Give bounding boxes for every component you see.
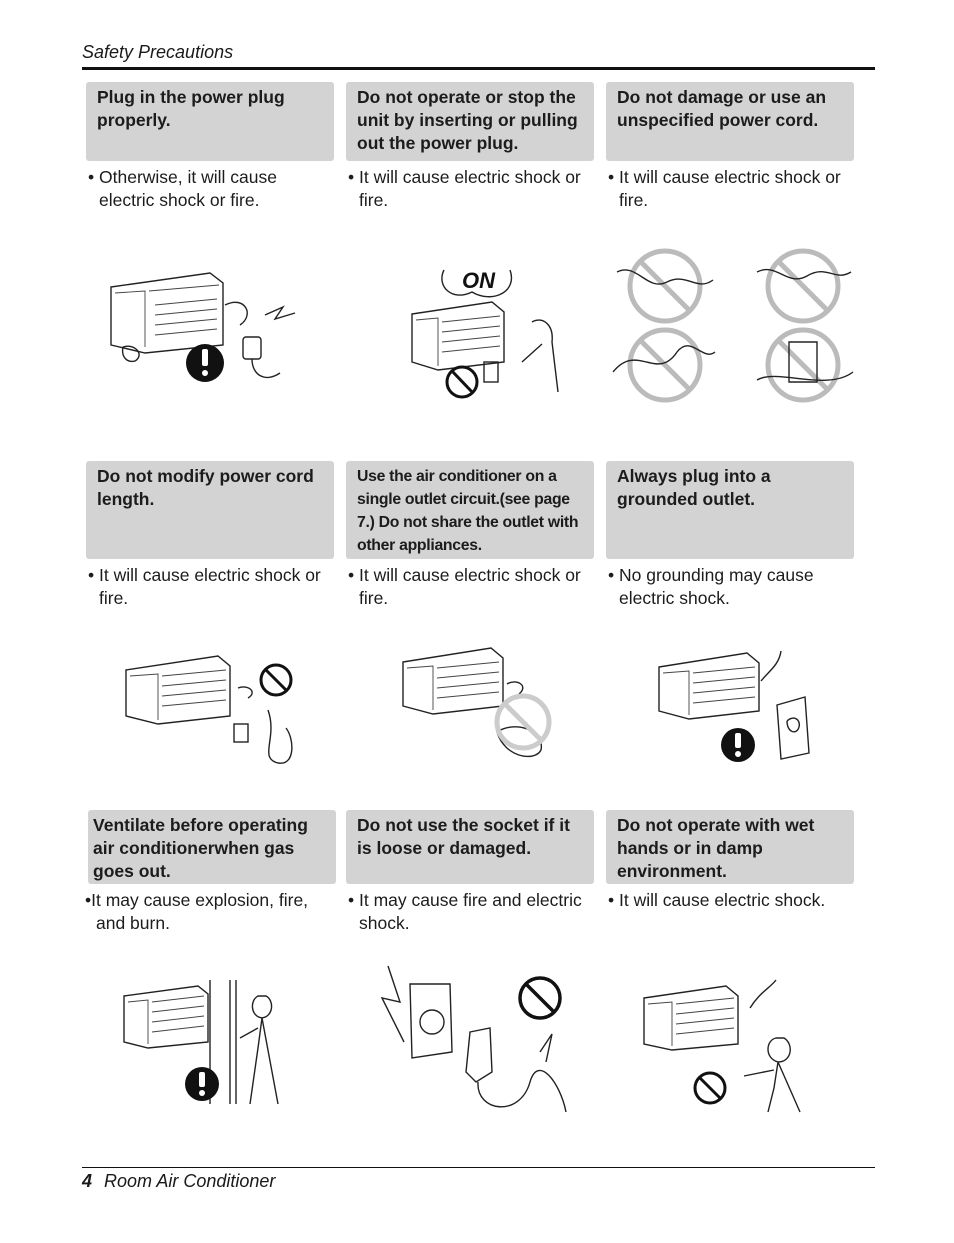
spark-icon (539, 1033, 553, 1063)
hand-icon (506, 681, 524, 695)
illustration-power-cord-damage (612, 248, 854, 403)
card-heading: Plug in the power plug properly. (86, 82, 334, 161)
illustration-plug-in-properly (110, 272, 296, 382)
air-conditioner-icon (125, 655, 231, 725)
card-text: • Otherwise, it will cause electric shoc… (88, 167, 277, 210)
card-text: • It may cause fire and electric shock. (348, 890, 582, 933)
socket-icon (409, 983, 453, 1059)
card-text: • It will cause electric shock or fire. (348, 565, 581, 608)
prohibition-icon (627, 327, 703, 403)
card-heading: Do not damage or use an unspecified powe… (606, 82, 854, 161)
page-header-title: Safety Precautions (82, 42, 234, 62)
card-heading: Always plug into a grounded outlet. (606, 461, 854, 559)
crushed-cord-icon (756, 341, 854, 383)
card-plug-properly: Plug in the power plug properly. • Other… (86, 82, 334, 212)
card-wet-hands: Do not operate with wet hands or in damp… (606, 810, 854, 912)
illustration-loose-socket (380, 965, 567, 1113)
card-do-not-plug-to-operate: Do not operate or stop the unit by inser… (346, 82, 594, 212)
card-text: •It may cause explosion, fire, and burn. (85, 890, 309, 933)
air-conditioner-icon (411, 301, 505, 371)
air-conditioner-icon (110, 272, 224, 354)
card-modify-cord: Do not modify power cord length. • It wi… (86, 461, 334, 610)
hand-icon (760, 650, 782, 682)
exclamation-circle-icon (185, 1067, 219, 1101)
footer-rule (82, 1167, 875, 1168)
speech-bubble (441, 269, 513, 298)
outlet-icon (483, 361, 499, 383)
header-rule (82, 67, 875, 70)
prohibition-icon (518, 976, 562, 1020)
pinched-cord-icon (756, 269, 852, 280)
hand-icon (749, 979, 777, 1009)
illustration-modify-cord (125, 655, 293, 764)
prohibition-icon (259, 663, 293, 697)
woman-icon (239, 995, 279, 1105)
illustration-wet-hands (643, 979, 801, 1113)
plug-cord-icon (465, 1027, 567, 1113)
arm-icon (224, 301, 248, 326)
bent-cord-icon (612, 345, 716, 373)
spark-icon (380, 965, 405, 1043)
exclamation-circle-icon (721, 728, 755, 762)
twisted-cord-icon (616, 269, 714, 285)
spark-icon (264, 305, 296, 321)
illustration-single-outlet (402, 647, 552, 758)
cord-icon (267, 709, 293, 764)
card-heading: Use the air conditioner on a single outl… (346, 461, 594, 559)
woman-icon (743, 1037, 801, 1113)
page-footer: 4 Room Air Conditioner (82, 1171, 275, 1192)
prohibition-icon (494, 693, 552, 751)
illustration-grounded-outlet (658, 650, 810, 762)
air-conditioner-icon (123, 985, 209, 1049)
outlet-icon (776, 696, 810, 760)
prohibition-icon (765, 248, 841, 324)
prohibition-icon (627, 248, 703, 324)
card-heading: Do not operate with wet hands or in damp… (606, 810, 854, 884)
prohibition-icon (765, 327, 841, 403)
plug-icon (242, 336, 262, 360)
exclamation-circle-icon (186, 344, 224, 382)
illustration-plug-to-operate: ON (411, 268, 559, 399)
air-conditioner-icon (402, 647, 504, 715)
hand-icon (121, 345, 140, 363)
air-conditioner-icon (658, 652, 760, 720)
card-ventilate-gas: Ventilate before operating air condition… (85, 810, 336, 935)
hand-icon (237, 686, 253, 699)
card-single-outlet: Use the air conditioner on a single outl… (346, 461, 594, 610)
card-text: • It will cause electric shock or fire. (608, 167, 841, 210)
prohibition-icon (693, 1071, 727, 1105)
prohibition-icon (445, 365, 479, 399)
card-power-cord-damage: Do not damage or use an unspecified powe… (606, 82, 854, 212)
card-text: • It will cause electric shock or fire. (88, 565, 321, 608)
card-text: • No grounding may cause electric shock. (608, 565, 814, 608)
air-conditioner-icon (643, 985, 739, 1051)
card-text: • It will cause electric shock. (608, 890, 826, 910)
page-number: 4 (82, 1171, 93, 1191)
card-heading: Do not modify power cord length. (86, 461, 334, 559)
plug-icon (233, 723, 249, 743)
cord-icon (251, 358, 281, 378)
illustration-ventilate-gas (123, 980, 279, 1105)
power-strip-icon (496, 726, 542, 758)
person-icon (521, 319, 559, 393)
card-grounded-outlet: Always plug into a grounded outlet. • No… (606, 461, 854, 610)
card-text: • It will cause electric shock or fire. (348, 167, 581, 210)
card-heading: Do not operate or stop the unit by inser… (346, 82, 594, 161)
card-loose-socket: Do not use the socket if it is loose or … (346, 810, 594, 935)
on-label: ON (462, 268, 496, 293)
footer-title: Room Air Conditioner (104, 1171, 276, 1191)
card-heading: Do not use the socket if it is loose or … (346, 810, 594, 884)
card-heading: Ventilate before operating air condition… (88, 810, 336, 884)
